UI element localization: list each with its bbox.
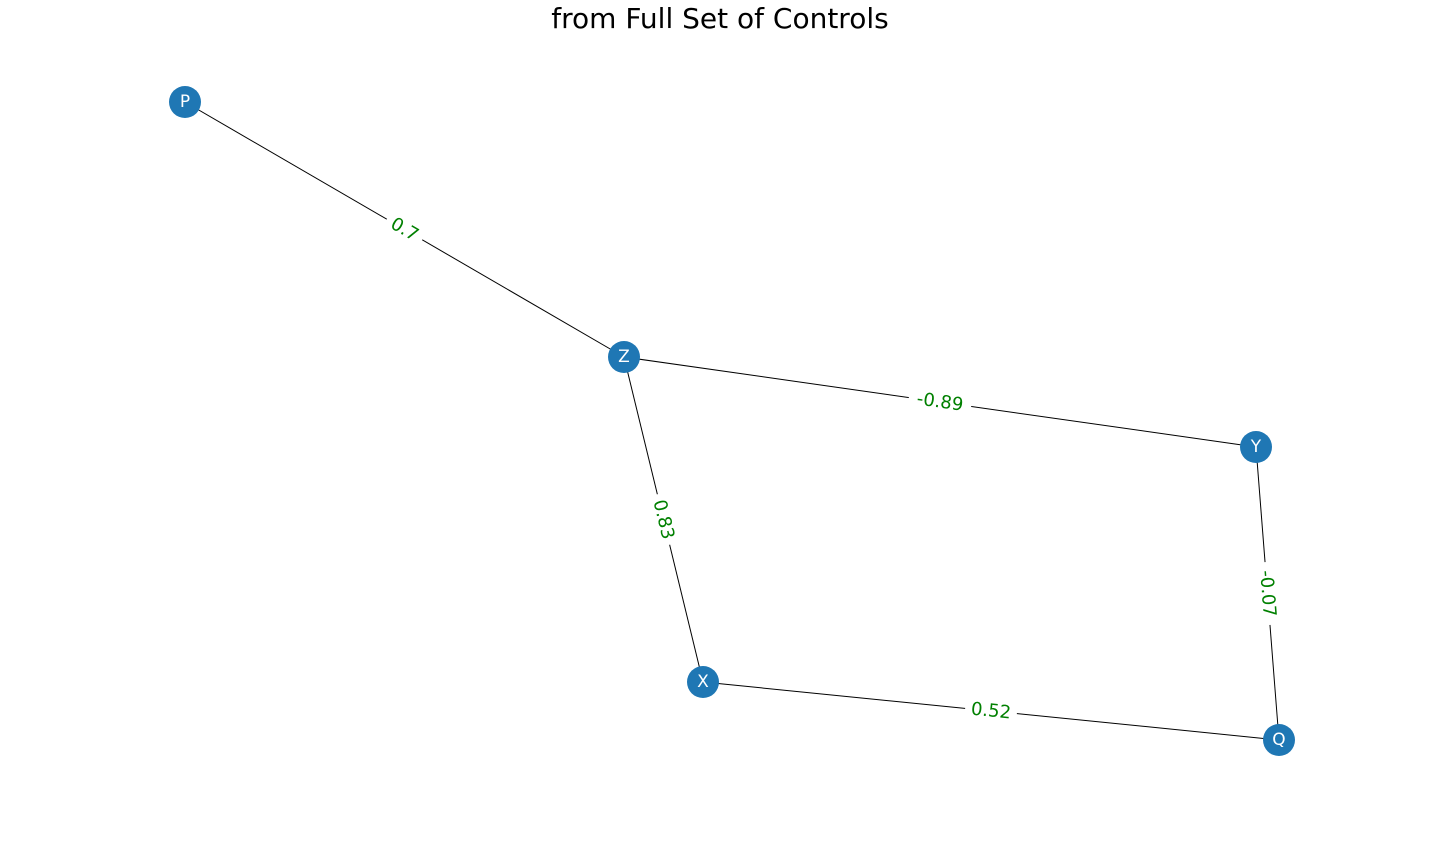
- edge-label-background: [1254, 561, 1281, 626]
- edge-label-background: [907, 386, 973, 418]
- edge-labels-layer: 0.7 -0.89 0.83 -0.07 0.52: [381, 209, 1281, 725]
- nodes-layer: P Z Y X Q: [169, 86, 1295, 756]
- edge-label-background: [964, 697, 1018, 725]
- edge-weight-label: -0.07: [1255, 569, 1280, 617]
- edge-label-z-x: 0.83: [646, 491, 681, 548]
- node-label: Y: [1250, 437, 1262, 457]
- node-p: P: [169, 86, 201, 118]
- node-z: Z: [608, 341, 640, 373]
- node-label: Z: [618, 347, 630, 367]
- node-circle: [1263, 724, 1295, 756]
- node-circle: [687, 666, 719, 698]
- chart-title-line-2: from Full Set of Controls: [551, 2, 889, 35]
- edge-label-background: [646, 491, 681, 548]
- node-label: Q: [1272, 730, 1285, 750]
- node-circle: [1240, 431, 1272, 463]
- node-label: X: [697, 672, 709, 692]
- edge-weight-label: -0.89: [915, 388, 964, 415]
- node-q: Q: [1263, 724, 1295, 756]
- node-label: P: [180, 92, 190, 112]
- edge-label-background: [381, 209, 428, 250]
- edge-label-z-y: -0.89: [907, 386, 973, 418]
- edges-layer: [184, 101, 1280, 741]
- edge-label-y-q: -0.07: [1254, 561, 1281, 626]
- node-x: X: [687, 666, 719, 698]
- edge-label-p-z: 0.7: [381, 209, 428, 250]
- node-circle: [169, 86, 201, 118]
- edge-weight-label: 0.83: [649, 498, 679, 542]
- node-circle: [608, 341, 640, 373]
- node-y: Y: [1240, 431, 1272, 463]
- edge-weight-label: 0.52: [970, 699, 1012, 724]
- edge-label-x-q: 0.52: [964, 697, 1018, 725]
